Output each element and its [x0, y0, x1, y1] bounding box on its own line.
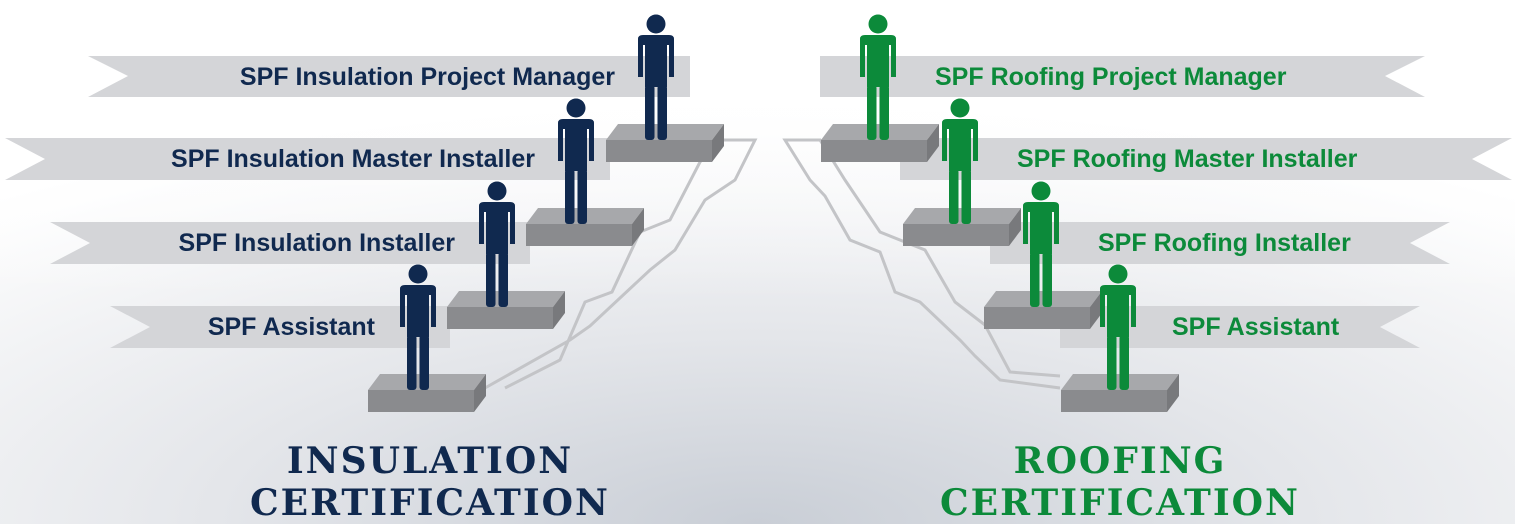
- banner-roofing-installer: [990, 222, 1450, 264]
- person-icon: [558, 98, 594, 224]
- roofing-certification-title: ROOFING CERTIFICATION: [920, 440, 1320, 524]
- banner-insulation-project-manager: [88, 56, 690, 97]
- person-icon: [638, 14, 674, 140]
- label-insulation-master-installer: SPF Insulation Master Installer: [171, 145, 535, 173]
- person-icon: [479, 181, 515, 307]
- banner-insulation-installer: [50, 222, 530, 264]
- roofing-title-line1: ROOFING: [1013, 440, 1227, 482]
- person-icon: [860, 14, 896, 140]
- roofing-figures: [821, 14, 1179, 412]
- roofing-connectors: [782, 138, 1061, 390]
- roofing-banners: [820, 56, 1512, 348]
- banner-roofing-project-manager: [820, 56, 1425, 97]
- label-roofing-master-installer: SPF Roofing Master Installer: [1017, 145, 1358, 173]
- banner-insulation-assistant: [110, 306, 450, 348]
- person-icon: [1023, 181, 1059, 307]
- person-icon: [942, 98, 978, 224]
- insulation-certification-title: INSULATION CERTIFICATION: [230, 440, 630, 524]
- roofing-title-line2: CERTIFICATION: [940, 482, 1300, 524]
- insulation-title-line1: INSULATION: [286, 440, 574, 482]
- person-icon: [400, 264, 436, 390]
- label-roofing-project-manager: SPF Roofing Project Manager: [935, 63, 1287, 91]
- banner-roofing-master-installer: [900, 138, 1512, 180]
- insulation-banners: [5, 56, 690, 348]
- label-insulation-project-manager: SPF Insulation Project Manager: [239, 63, 615, 91]
- label-insulation-assistant: SPF Assistant: [207, 313, 375, 341]
- label-roofing-installer: SPF Roofing Installer: [1098, 229, 1351, 257]
- banner-roofing-assistant: [1060, 306, 1420, 348]
- person-icon: [1100, 264, 1136, 390]
- banner-insulation-master-installer: [5, 138, 610, 180]
- label-roofing-assistant: SPF Assistant: [1172, 313, 1340, 341]
- label-insulation-installer: SPF Insulation Installer: [178, 229, 455, 257]
- insulation-title-line2: CERTIFICATION: [250, 482, 610, 524]
- insulation-connectors: [484, 138, 758, 390]
- insulation-figures: [368, 14, 724, 412]
